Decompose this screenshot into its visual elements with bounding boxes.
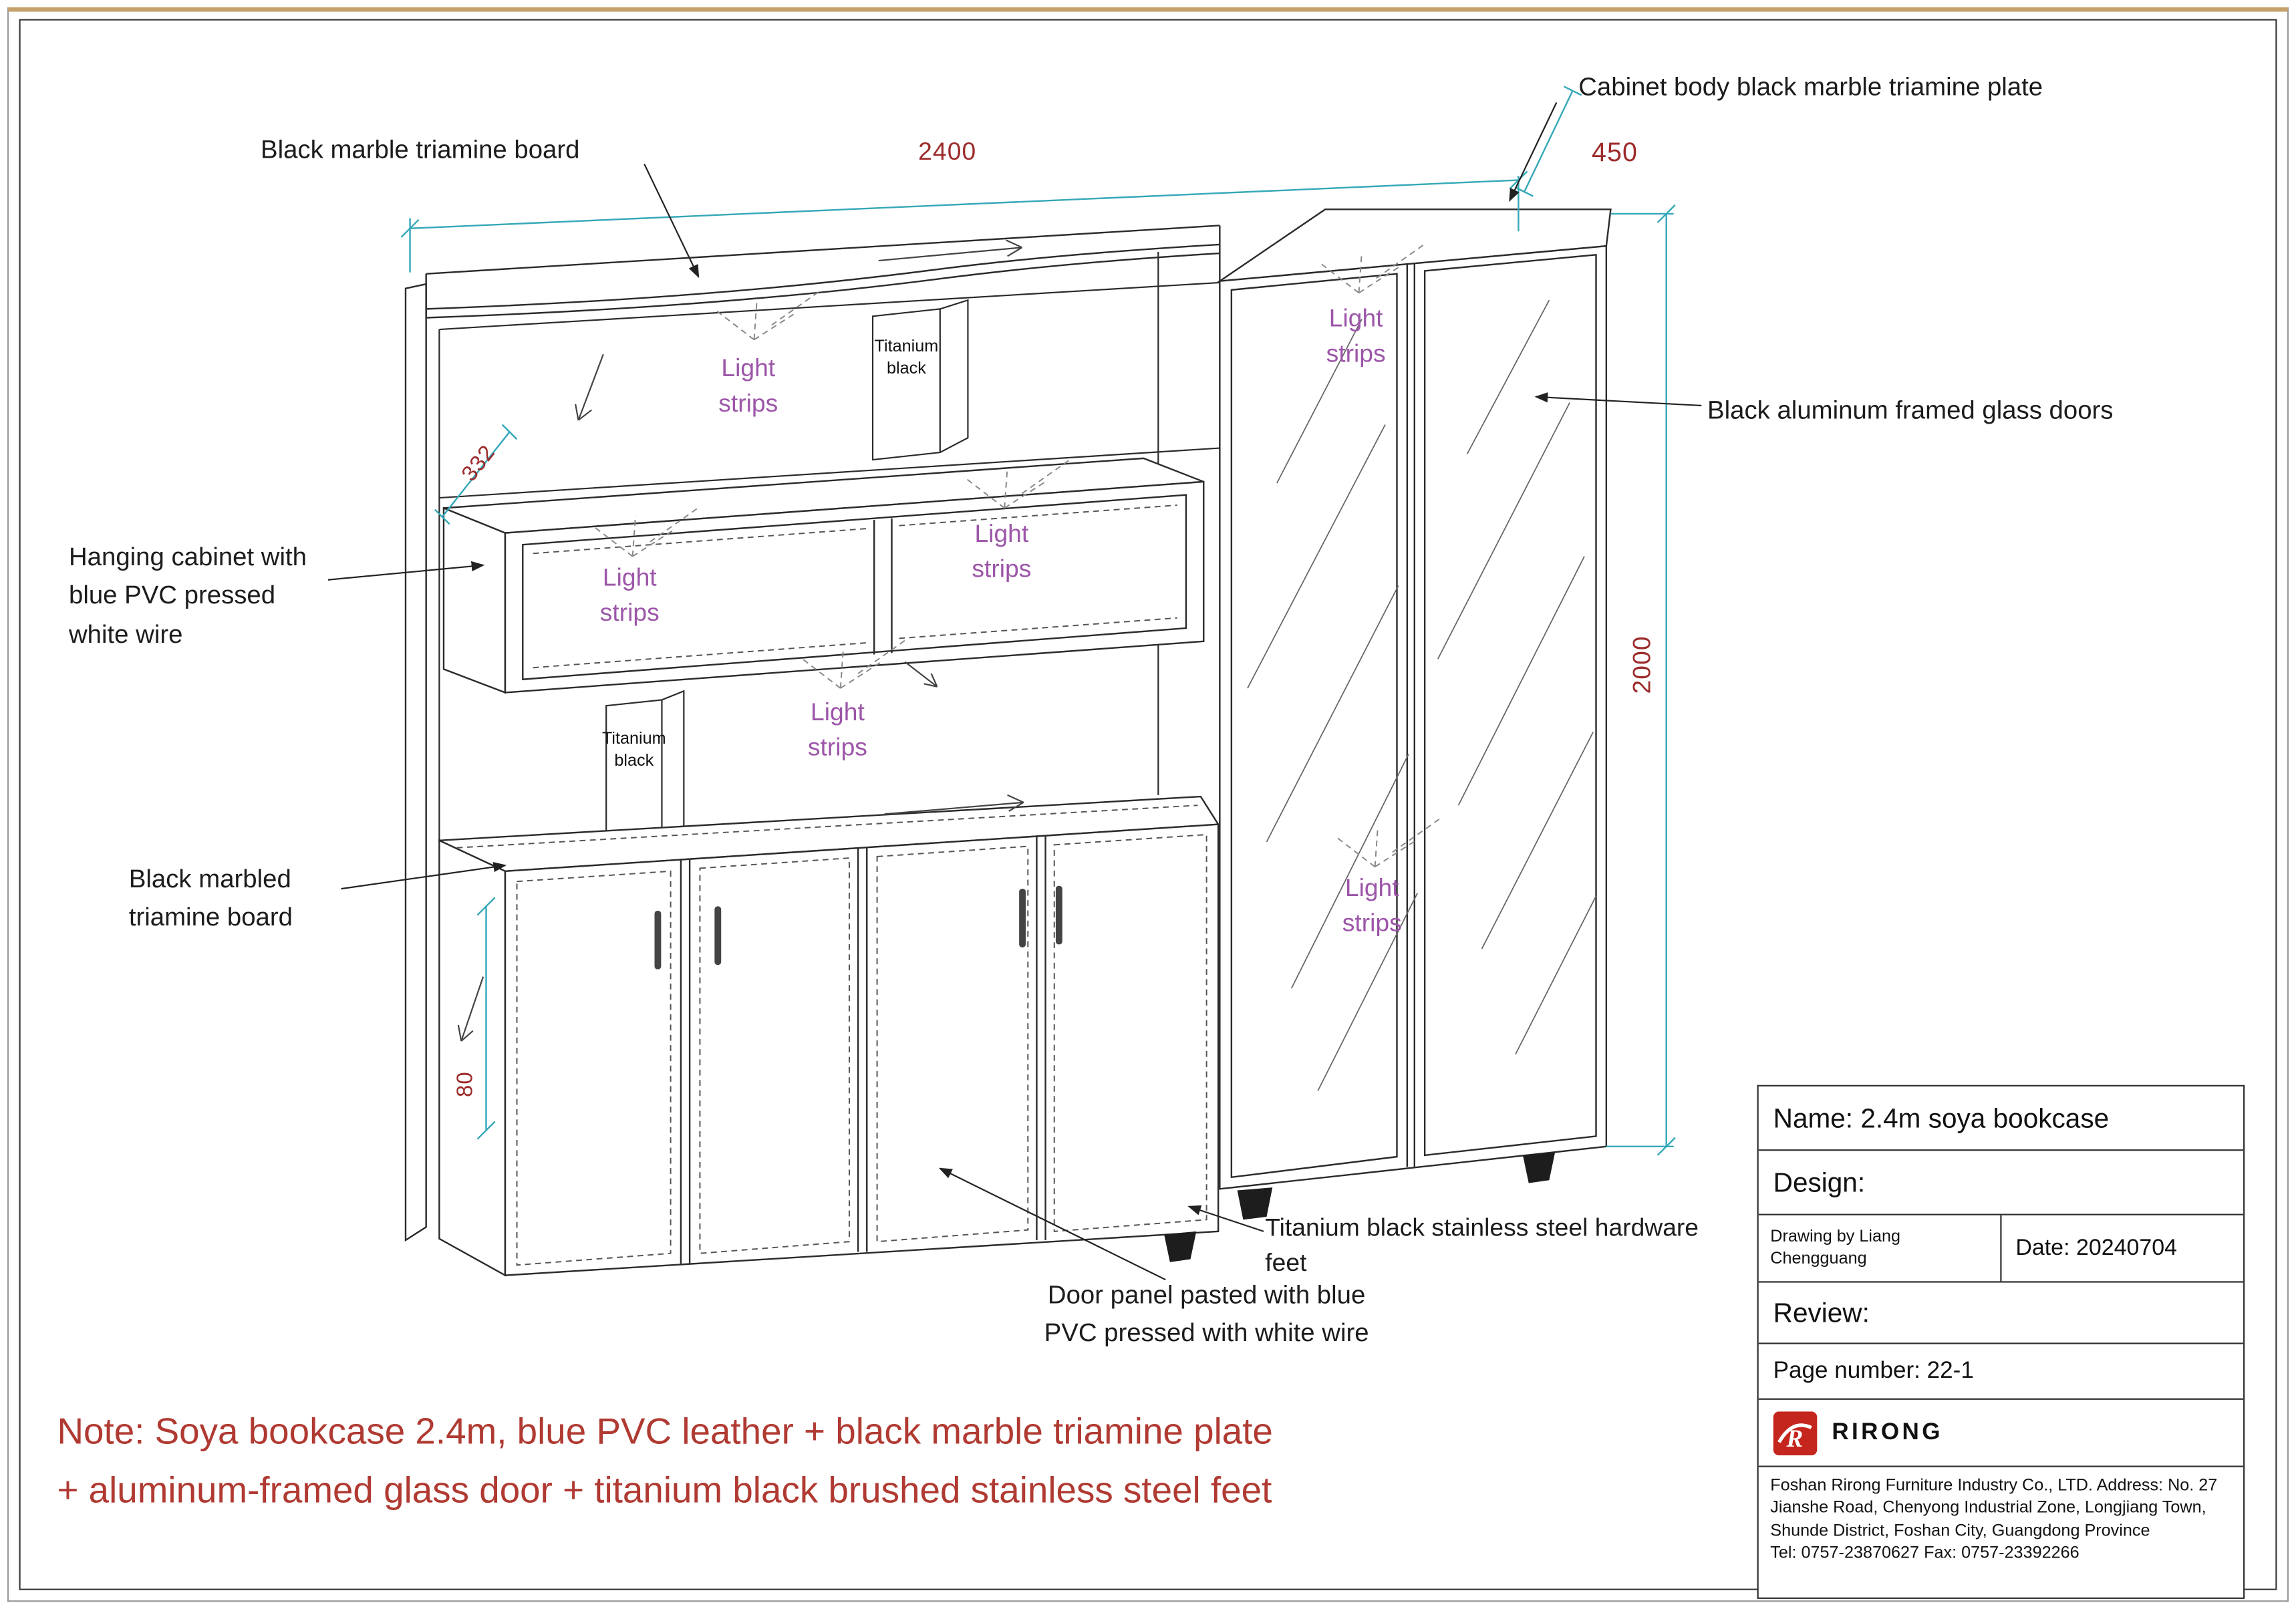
page-number: Page number: 22-1 — [1773, 1358, 1974, 1383]
bottom-cabinet-lines — [438, 795, 1220, 1277]
top-board-lines — [425, 225, 1221, 319]
label-glass-doors: Black aluminum framed glass doors — [1707, 395, 2114, 425]
label-titanium-black-2: Titanium black — [601, 730, 666, 770]
title-block-company-row: Foshan Rirong Furniture Industry Co., LT… — [1759, 1467, 2243, 1599]
label-light-strips-3: Light strips — [972, 519, 1032, 583]
light-strip-rays — [594, 242, 1443, 868]
design-label: Design: — [1773, 1166, 1866, 1197]
brand-name: RIRONG — [1832, 1419, 1943, 1445]
label-top-board: Black marble triamine board — [261, 134, 580, 164]
glass-hatching — [1247, 299, 1597, 1091]
label-hardware-feet: Titanium black stainless steel hardware … — [1265, 1213, 1699, 1277]
dim-height-2000: 2000 — [1628, 635, 1657, 694]
label-light-strips-2: Light strips — [1326, 304, 1386, 368]
note-line-2: + aluminum-framed glass door + titanium … — [57, 1470, 1272, 1511]
title-block-author-row: Drawing by Liang Chengguang Date: 202407… — [1758, 1215, 2244, 1283]
panel-direction-arrows — [457, 239, 1024, 1042]
rirong-logo-icon: R — [1773, 1411, 1818, 1455]
label-door-panel: Door panel pasted with blue PVC pressed … — [1044, 1280, 1369, 1348]
label-hanging-cabinet: Hanging cabinet with blue PVC pressed wh… — [68, 541, 307, 648]
company-tel-fax: Tel: 0757-23870627 Fax: 0757-23392266 — [1770, 1545, 2079, 1563]
label-light-strips-5: Light strips — [807, 698, 867, 762]
drawing-name: Name: 2.4m soya bookcase — [1773, 1101, 2110, 1133]
date: Date: 20240704 — [2015, 1235, 2178, 1260]
label-light-strips-4: Light strips — [599, 563, 660, 627]
label-cabinet-body: Cabinet body black marble triamine plate — [1578, 71, 2043, 102]
hardware-feet — [1164, 1152, 1556, 1262]
left-side-panel — [404, 283, 427, 1242]
title-block-name-row: Name: 2.4m soya bookcase — [1758, 1086, 2244, 1151]
company-address: Foshan Rirong Furniture Industry Co., LT… — [1770, 1477, 2218, 1540]
svg-text:R: R — [1785, 1425, 1803, 1452]
drawing-by-cell: Drawing by Liang Chengguang — [1759, 1215, 2001, 1282]
label-light-strips-1: Light strips — [718, 354, 778, 418]
title-block-review-row: Review: — [1758, 1283, 2244, 1344]
dimension-lines — [400, 86, 1676, 1156]
label-light-strips-6: Light strips — [1342, 874, 1402, 937]
door-handles — [654, 885, 1062, 970]
label-titanium-black-1: Titanium black — [874, 338, 939, 378]
title-block-logo-row: R RIRONG — [1758, 1400, 2244, 1467]
glass-cabinet-lines — [1216, 208, 1612, 1190]
title-block: Name: 2.4m soya bookcase Design: Drawing… — [1757, 1084, 2245, 1599]
dim-depth-450: 450 — [1591, 137, 1638, 167]
dim-width-2400: 2400 — [918, 137, 977, 166]
label-bottom-board: Black marbled triamine board — [128, 863, 293, 932]
note-line-1: Note: Soya bookcase 2.4m, blue PVC leath… — [57, 1411, 1273, 1453]
title-block-page-row: Page number: 22-1 — [1758, 1344, 2244, 1400]
leader-lines — [327, 102, 1702, 1281]
drawing-by: Drawing by Liang Chengguang — [1770, 1227, 1900, 1268]
title-block-design-row: Design: — [1758, 1151, 2244, 1215]
dim-base-80: 80 — [453, 1071, 478, 1098]
review-label: Review: — [1773, 1296, 1870, 1328]
hanging-cabinet-lines — [442, 457, 1205, 694]
date-cell: Date: 20240704 — [2001, 1215, 2243, 1282]
titanium-divider-upper — [871, 299, 969, 461]
